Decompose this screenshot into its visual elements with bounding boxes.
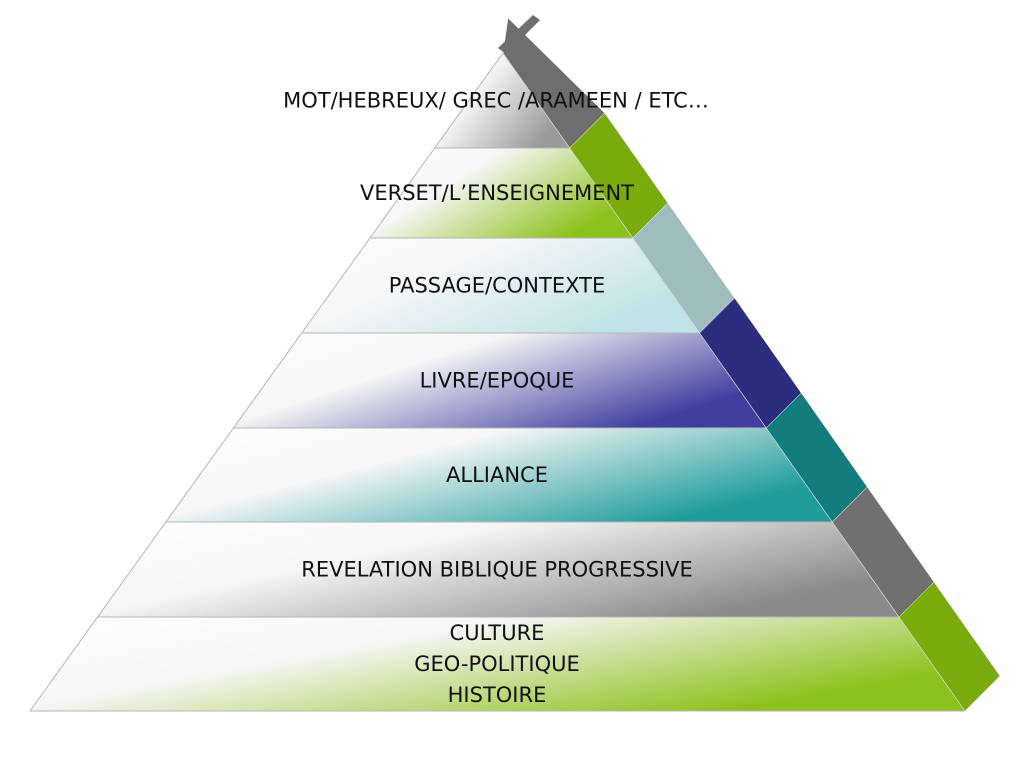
tier-label-1-line-1: MOT/HEBREUX/ GREC /ARAMEEN / ETC… — [283, 89, 709, 113]
tier-label-2-line-1: VERSET/L’ENSEIGNEMENT — [360, 181, 634, 205]
pyramid-side-edges — [498, 15, 1001, 712]
tier-label-5-line-1: ALLIANCE — [446, 463, 548, 487]
pyramid-apex-cap — [498, 15, 540, 54]
tier-label-7-line-3: HISTOIRE — [448, 683, 547, 707]
tier-label-4-line-1: LIVRE/EPOQUE — [420, 369, 575, 393]
pyramid-faces — [29, 52, 966, 712]
tier-label-3-line-1: PASSAGE/CONTEXTE — [389, 274, 605, 298]
pyramid-edge-segment-7 — [898, 581, 1001, 712]
tier-label-7-line-2: GEO-POLITIQUE — [414, 652, 580, 676]
tier-label-7-line-1: CULTURE — [450, 621, 545, 645]
pyramid-labels: MOT/HEBREUX/ GREC /ARAMEEN / ETC… VERSET/… — [283, 89, 709, 708]
tier-label-6-line-1: REVELATION BIBLIQUE PROGRESSIVE — [301, 558, 693, 582]
